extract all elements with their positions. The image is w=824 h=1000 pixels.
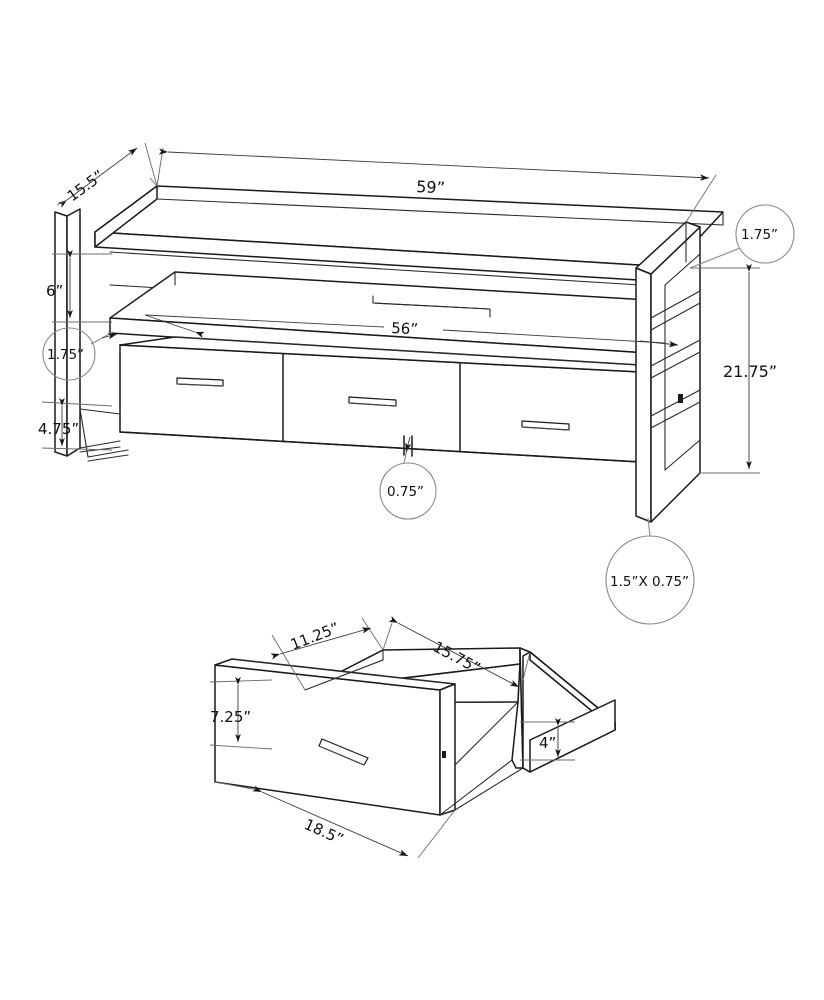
drawer-handle-center [348,396,397,407]
callout-arrow-left-175 [101,333,118,340]
dim-label-075: 0.75” [387,484,424,500]
drawer-floor-right-line [454,701,519,766]
shelf-left-diagonal [109,271,176,319]
drawer-detail-handle [318,738,369,766]
right-frame-slat-1b [650,302,701,331]
ext-725-top [209,679,273,683]
right-frame-slat-2b [650,351,701,379]
dim-label-leg: 1.5”X 0.75” [610,574,689,590]
right-leg-inner-bot [664,439,701,471]
dimline-1125 [270,627,372,660]
drawer-bottom-joint [439,759,513,816]
dimline-185 [252,785,409,857]
ext-155-b [56,199,68,206]
shelf-center-support-edge [372,302,491,310]
dim-label-475: 4.75” [38,420,79,438]
drawer-right-lower [529,699,616,773]
drawer-bank-top-back-line [174,336,691,369]
right-frame-slat-3b [650,401,701,429]
callout-leader-leg [647,517,651,537]
dim-label-left-175: 1.75” [47,347,84,363]
drawer-bottom-joint-2 [454,767,524,811]
right-frame-hardware-dot [678,394,683,403]
dim-label-2175: 21.75” [723,362,777,381]
left-leg-foot [54,451,68,457]
right-leg-top-cap [635,221,701,275]
callout-circle-left-175 [42,327,96,381]
ext-185-a [214,781,259,791]
callout-arrow-075 [405,436,412,453]
dim-label-725: 7.25” [210,708,251,726]
left-leg-brace-b [79,408,89,458]
dim-label-6: 6” [46,282,63,300]
shelf-cavity-top-line [109,251,673,288]
left-leg-brace-a [79,408,121,415]
left-leg-inner-post [66,208,81,457]
drawer-back-inner-top [304,659,384,691]
callout-circle-075 [379,462,437,520]
drawer-front-right-edge [439,683,456,816]
drawer-detail-body [214,647,616,816]
dim-label-185: 18.5” [301,815,346,848]
ext-475-top [41,401,113,407]
drawer-handle-left [176,377,224,387]
right-frame-slat-2a [650,339,701,367]
drawer-handle-right [521,420,570,431]
callout-circle-right-175 [735,204,795,264]
right-frame-slat-1a [650,290,701,319]
ext-475-bot [41,447,113,451]
left-leg-bottom-rail-3 [87,454,129,462]
dim-label-1125: 11.25” [288,619,342,654]
ext-59-left [156,147,164,187]
dimline-56-left [144,314,385,328]
dim-label-56: 56” [391,319,419,338]
drawer-front-bottom-right [439,809,456,816]
ext-1575-a [382,622,393,651]
dimline-59 [158,148,710,181]
left-leg-bottom-rail-2 [87,449,129,458]
right-leg-inner-top [664,253,701,286]
drawer-bank-bottom-line [119,431,641,463]
ext-155-c [144,142,158,187]
ext-59-right [685,174,717,223]
dimline-1575 [388,615,520,688]
ext-1125-b [361,617,384,651]
ext-155-a [149,177,158,187]
drawer-front-panel [214,664,441,816]
drawer-front-hardware-dot [442,751,446,758]
ext-725-bot [209,744,273,750]
tv-stand-body [54,185,724,523]
dim-label-155: 15.5” [64,166,108,205]
dimline-56-arrow-right [639,340,679,348]
ext-185-b [417,809,456,859]
right-leg-front-post [635,267,652,523]
dimline-155 [57,147,138,208]
dimline-56-arrow [144,314,205,338]
dimline-56-right [442,329,666,344]
right-frame-slat-3a [650,389,701,417]
ext-1575-b [522,651,531,681]
dim-label-right-175: 1.75” [741,227,778,243]
dim-label-4: 4” [539,734,556,752]
right-leg-frame [635,221,701,523]
callout-leader-right-175 [689,247,741,269]
dim-label-59: 59” [416,177,446,197]
top-panel-back-edge-line [156,198,724,226]
